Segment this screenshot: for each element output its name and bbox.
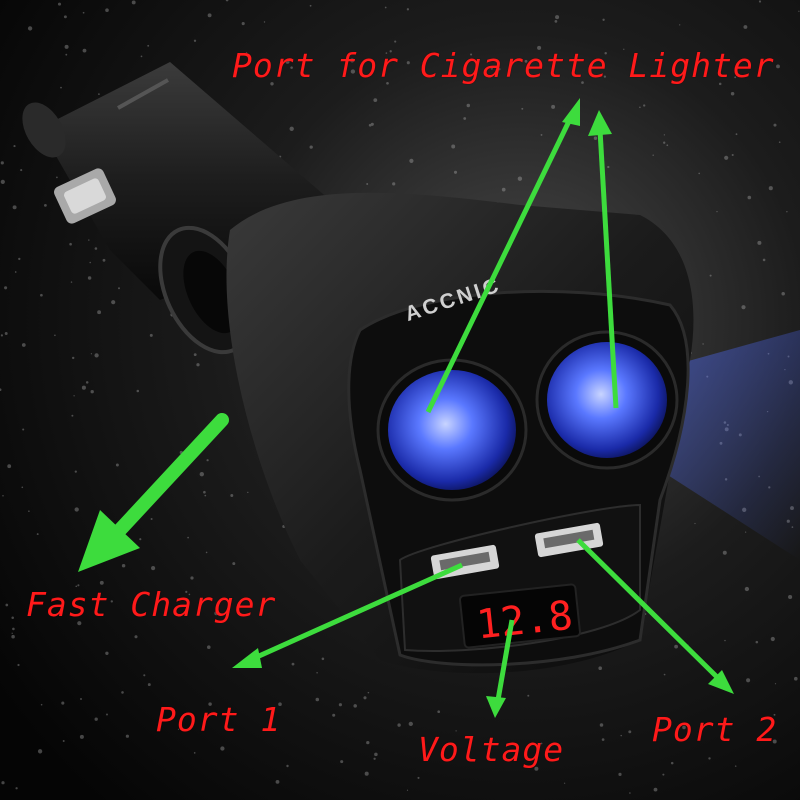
arrow-voltage [486,619,515,718]
arrow-fast-charger [78,413,229,572]
voltage-display [458,583,582,649]
arrow-port-2 [576,538,734,694]
voltage-reading: 12.8 [474,593,575,649]
arrow-cigarette-left [425,98,580,414]
socket-right [547,342,667,458]
cigarette-sockets [376,330,679,502]
socket-left [388,370,516,490]
arrow-port-1 [232,562,464,668]
arrow-cigarette-right [588,110,619,409]
annotation-arrows [78,98,734,718]
